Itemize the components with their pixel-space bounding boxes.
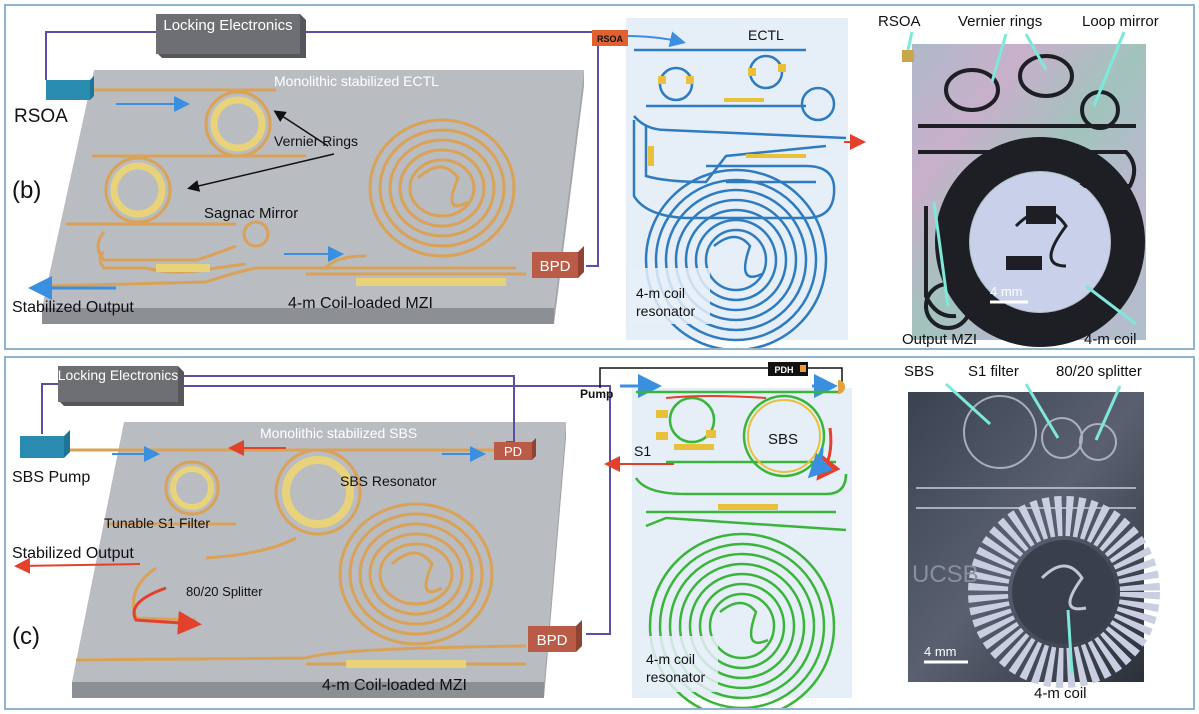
ectl-schematic: RSOA ECTL	[592, 18, 866, 352]
sbs-photo-coil-label: 4-m coil	[1034, 685, 1087, 702]
schem-ectl-label: ECTL	[748, 27, 784, 43]
sbs-photo-coil-ring	[968, 496, 1160, 688]
splitter-label: 80/20 Splitter	[186, 584, 263, 599]
sagnac-mirror-label: Sagnac Mirror	[204, 205, 298, 222]
photo-coil-label: 4-m coil	[1084, 331, 1137, 348]
sbs-schem-coil-label-2: resonator	[646, 669, 705, 685]
panel-c: Locking Electronics SBS Pump Monolithic …	[4, 356, 1195, 714]
photo-scale-label: 4 mm	[990, 284, 1023, 299]
sbs-stabilized-output-label: Stabilized Output	[12, 545, 134, 562]
photo-ucsb-mark: UCSB	[912, 561, 979, 588]
sbs-bpd-label: BPD	[537, 632, 568, 649]
sbs-pump-block	[20, 430, 70, 458]
sbs-mzi-label: 4-m Coil-loaded MZI	[322, 677, 467, 694]
sbs-chip-photo: UCSB 4 mm SBS S1 filter 80/20 splitter 4…	[904, 363, 1160, 702]
panel-b: Locking Electronics RSOA Monolithic stab…	[4, 4, 1195, 352]
ectl-chip-photo: 4 mm RSOA Vernier rings Loop mirror Outp…	[878, 13, 1159, 348]
ectl-heaters	[156, 264, 506, 286]
schem-pump-label: Pump	[580, 387, 613, 401]
wire-left	[45, 31, 156, 80]
sbs-waveguides	[70, 448, 527, 666]
wire-right	[306, 31, 599, 267]
ectl-coil	[368, 118, 516, 258]
sbs-coil	[338, 502, 494, 646]
sbs-chip-title: Monolithic stabilized SBS	[260, 425, 417, 441]
bpd-label: BPD	[540, 258, 571, 275]
pointer-vernier-2	[187, 153, 335, 192]
chip-title: Monolithic stabilized ECTL	[274, 73, 439, 89]
photo-coil-ring	[935, 137, 1145, 347]
sbs-bpd-block: BPD	[528, 620, 582, 652]
sbs-schematic: PDH Pump S1 SBS	[580, 362, 852, 714]
sbs-wire-left	[41, 383, 58, 434]
stabilized-output-label: Stabilized Output	[12, 299, 134, 316]
photo-output-mzi-label: Output MZI	[902, 331, 977, 348]
schem-rsoa-label: RSOA	[597, 34, 624, 44]
pd-block: PD	[494, 438, 536, 460]
schem-coil-label-1: 4-m coil	[636, 285, 685, 301]
photo-splitter-label: 80/20 splitter	[1056, 363, 1142, 380]
panel-c-canvas: Locking Electronics SBS Pump Monolithic …	[12, 362, 1160, 714]
mzi-label: 4-m Coil-loaded MZI	[288, 295, 433, 312]
locking-electronics-box: Locking Electronics	[156, 14, 306, 58]
ectl-waveguides	[45, 88, 526, 288]
photo-vernier-label: Vernier rings	[958, 13, 1042, 30]
sbs-resonator-label: SBS Resonator	[340, 473, 437, 489]
s1-filter-label: Tunable S1 Filter	[104, 515, 210, 531]
schem-sbs-label: SBS	[768, 431, 798, 448]
schem-pdh-label: PDH	[774, 365, 793, 375]
sbs-mzi-heater	[346, 660, 466, 668]
sbs-locking-electronics-box: Locking Electronics	[58, 366, 184, 406]
sbs-arrow-splitter	[132, 586, 202, 635]
photo-sbs-label: SBS	[904, 363, 934, 380]
pointer-vernier-1	[273, 110, 329, 147]
panel-b-canvas: Locking Electronics RSOA Monolithic stab…	[12, 13, 1159, 352]
photo-s1-label: S1 filter	[968, 363, 1019, 380]
sbs-arrow-output	[14, 557, 141, 574]
vernier-rings-label: Vernier Rings	[274, 133, 358, 149]
panel-label-b: (b)	[12, 177, 41, 204]
pd-label: PD	[504, 444, 522, 459]
schem-coil-label-2: resonator	[636, 303, 695, 319]
sbs-wire-bpd	[184, 385, 611, 635]
sbs-schem-coil-label-1: 4-m coil	[646, 651, 695, 667]
bpd-block: BPD	[532, 246, 584, 278]
schem-s1-label: S1	[634, 443, 651, 459]
photo-rsoa-label: RSOA	[878, 13, 921, 30]
rsoa-label: RSOA	[14, 106, 68, 127]
sbs-pump-label: SBS Pump	[12, 469, 90, 486]
sbs-locking-electronics-label: Locking Electronics	[58, 367, 179, 383]
photo-loop-label: Loop mirror	[1082, 13, 1159, 30]
panel-label-c: (c)	[12, 623, 40, 650]
locking-electronics-label: Locking Electronics	[163, 17, 292, 34]
sbs-photo-scale-label: 4 mm	[924, 644, 957, 659]
rsoa-block	[46, 76, 94, 100]
